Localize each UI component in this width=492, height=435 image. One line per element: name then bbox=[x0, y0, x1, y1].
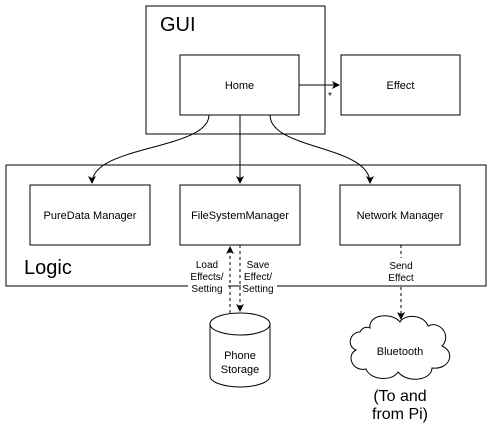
filesystem-manager-label: FileSystemManager bbox=[191, 210, 289, 222]
gui-label: GUI bbox=[160, 14, 196, 36]
bluetooth-cloud-node: Bluetooth bbox=[349, 315, 451, 380]
bluetooth-note-line1: (To and bbox=[373, 388, 426, 405]
svg-text:Effect: Effect bbox=[388, 273, 414, 284]
filesystem-manager-node: FileSystemManager bbox=[179, 184, 301, 246]
load-edge-label: Load Effects/ Setting bbox=[188, 257, 228, 297]
puredata-manager-label: PureData Manager bbox=[44, 210, 137, 222]
phone-storage-label-line1: Phone bbox=[224, 350, 256, 362]
edge-home-to-network bbox=[269, 114, 374, 184]
save-edge-label: Save Effect/ Setting bbox=[241, 257, 277, 297]
effect-label: Effect bbox=[387, 80, 415, 92]
home-node: Home bbox=[179, 54, 300, 116]
svg-text:Setting: Setting bbox=[191, 284, 222, 295]
home-label: Home bbox=[225, 80, 254, 92]
network-manager-node: Network Manager bbox=[339, 184, 461, 246]
svg-text:Effects/: Effects/ bbox=[190, 272, 223, 283]
bluetooth-label: Bluetooth bbox=[377, 346, 423, 358]
svg-text:Effect/: Effect/ bbox=[244, 272, 272, 283]
logic-label: Logic bbox=[24, 257, 72, 279]
puredata-manager-node: PureData Manager bbox=[29, 184, 151, 246]
phone-storage-label-line2: Storage bbox=[221, 364, 260, 376]
edge-home-to-puredata bbox=[88, 114, 210, 184]
phone-storage-node: Phone Storage bbox=[209, 312, 271, 388]
send-edge-label: Send Effect bbox=[384, 258, 418, 284]
edge-home-to-effect: * bbox=[299, 81, 340, 102]
svg-text:Setting: Setting bbox=[242, 284, 273, 295]
svg-text:Send: Send bbox=[389, 261, 412, 272]
bluetooth-note-line2: from Pi) bbox=[372, 406, 428, 423]
network-manager-label: Network Manager bbox=[357, 210, 444, 222]
svg-text:Save: Save bbox=[247, 260, 270, 271]
svg-text:Load: Load bbox=[196, 260, 218, 271]
effect-node: Effect bbox=[340, 54, 461, 116]
multiplicity-label: * bbox=[328, 91, 332, 102]
